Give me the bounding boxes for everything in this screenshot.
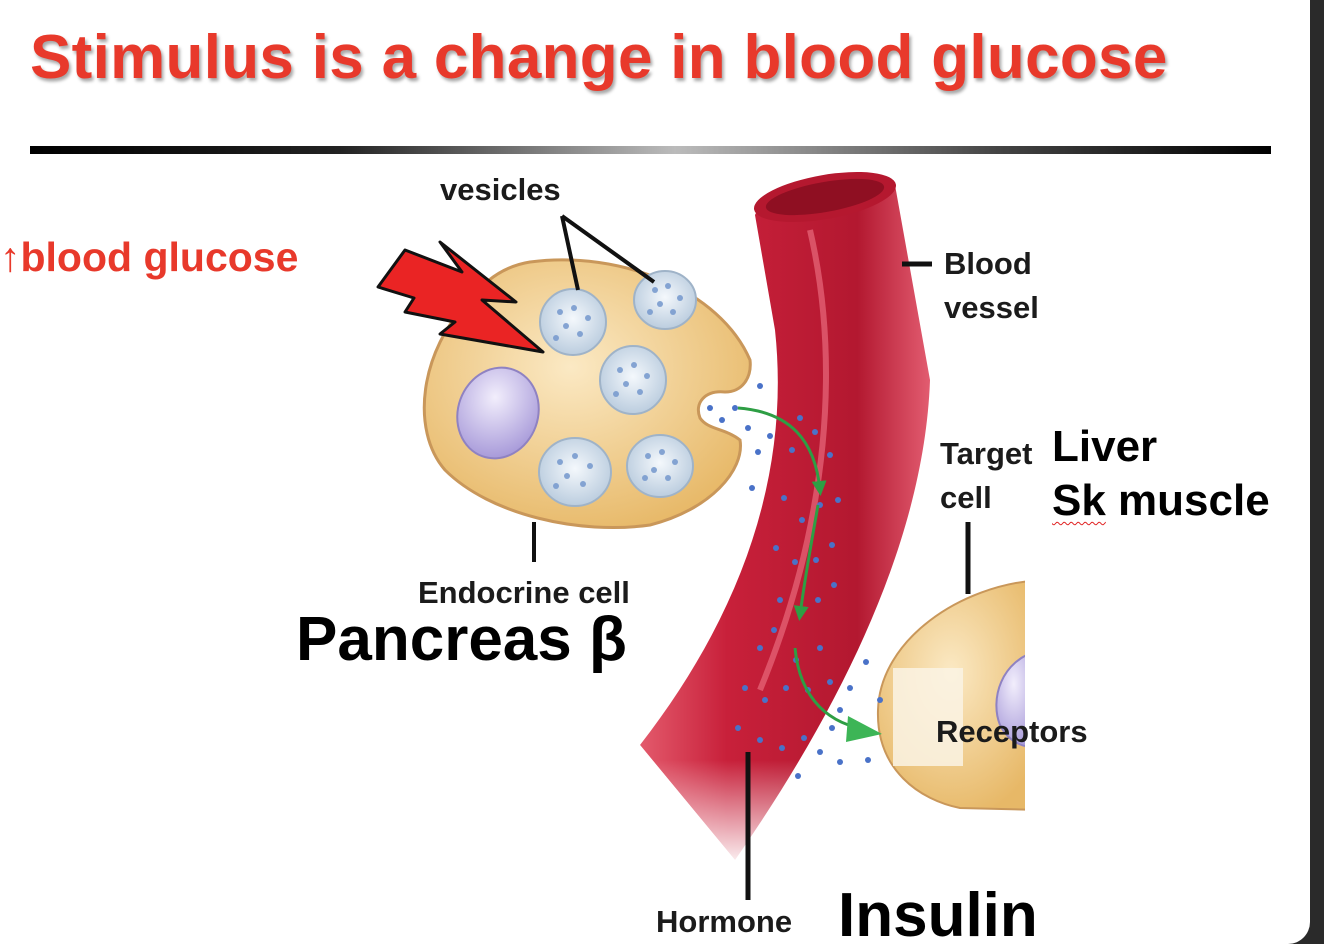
lightning-bolt-icon [376, 240, 545, 354]
insulin-annotation: Insulin [838, 881, 1038, 944]
slide-title: Stimulus is a change in blood glucose [30, 23, 1168, 92]
hormone-molecules [707, 383, 883, 779]
target-cell [876, 560, 1065, 830]
target-organ-liver: Liver [1052, 422, 1158, 471]
blood-vessel-label-line1: Blood [944, 246, 1032, 281]
blood-vessel-label: Blood vessel [944, 242, 1039, 330]
target-cell-label-line2: cell [940, 480, 992, 515]
receptors-label: Receptors [936, 714, 1088, 749]
vesicle-granules [553, 283, 683, 489]
title-divider [30, 146, 1271, 154]
target-organ-muscle-prefix: Sk [1052, 476, 1106, 525]
endocrine-cell-label: Endocrine cell [418, 575, 630, 610]
target-cell-label-line1: Target [940, 436, 1033, 471]
blood-vessel-label-line2: vessel [944, 290, 1039, 325]
target-organ-muscle: Sk muscle [1052, 474, 1270, 528]
target-organ-muscle-rest: muscle [1105, 476, 1270, 525]
pancreas-annotation: Pancreas β [296, 605, 627, 674]
hormone-label: Hormone [656, 904, 793, 939]
stimulus-label: ↑blood glucose [0, 234, 299, 280]
target-organs: Liver Sk muscle [1052, 420, 1270, 528]
vesicles-label: vesicles [440, 172, 561, 207]
blood-vessel [620, 171, 930, 870]
leader-lines [532, 214, 971, 900]
secretion-arrow [737, 406, 882, 742]
target-cell-label: Target cell [940, 432, 1032, 520]
